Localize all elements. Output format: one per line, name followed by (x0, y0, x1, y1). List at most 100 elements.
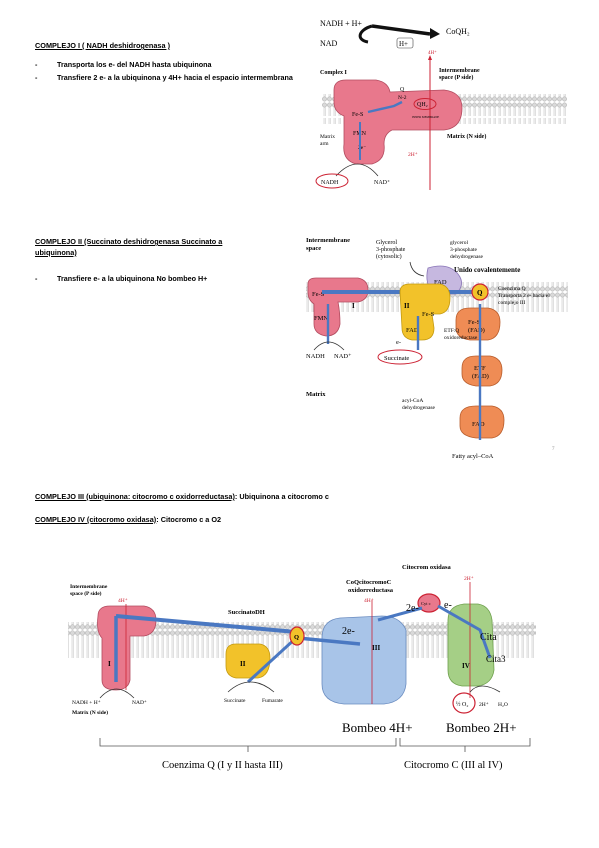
fumarate-label: Fumarate (262, 698, 283, 704)
complex-2-shape (399, 283, 451, 341)
roman-2: II (240, 660, 246, 668)
intermembrane-label: Intermembrane (70, 584, 108, 590)
complex-2-figure: Intermembrane space Glycerol 3-phosphate… (306, 237, 568, 460)
fad-label: FAD (434, 279, 447, 286)
cita-label: Cita (480, 632, 497, 643)
eminus-label: e- (396, 339, 401, 346)
nadh-curve (99, 688, 135, 699)
fes-label: Fe-S (352, 112, 363, 118)
space-label: space (306, 245, 321, 252)
complejo-2-bullet-1: -Transfiere e- a la ubiquinona No bombeo… (35, 274, 208, 283)
complex-2-shape (225, 643, 271, 679)
roman-1: I (352, 302, 355, 310)
o2-label: ½ O₂ (456, 701, 468, 708)
cyt-c-label: Cyt c (421, 601, 431, 606)
nad-label: NAD⁺ (334, 353, 352, 360)
electron-path (367, 100, 403, 114)
h4-label-1: 4H⁺ (118, 597, 128, 604)
h4-label-2: 4H⁺ (364, 597, 374, 604)
complejo-1-bullet-1: -Transporta los e- del NADH hasta ubiqui… (35, 60, 212, 69)
proton-line-head (428, 55, 432, 60)
complejo-4-desc: : Citocromo c a O2 (156, 515, 222, 524)
etf-q-shape (455, 307, 501, 341)
o2-curve (469, 685, 501, 693)
h-plus-label: H+ (399, 40, 408, 48)
e-path-5 (437, 604, 492, 659)
roman-3: III (372, 644, 380, 652)
seven-label: 7 (552, 447, 555, 452)
qh2-label: QH₂ (417, 102, 428, 108)
e-path-3 (297, 636, 361, 646)
citocrom-label: Citocrom oxidasa (402, 564, 452, 571)
2e-label: 2e⁻ (358, 145, 366, 151)
nadh-label: NADH (321, 180, 339, 186)
coq-label-1: Coenzima Q (498, 286, 526, 292)
complex-3-shape (321, 615, 407, 705)
complex-1-figure: NADH + H+ NAD CoQH₂ H+ Complex I Interme… (315, 19, 567, 190)
succinate-circle (377, 349, 423, 365)
etf-shape (461, 355, 503, 387)
matrix-label: Matrix (306, 391, 326, 398)
g3p-label-2: 3-phosphate (376, 247, 406, 253)
q-circle (471, 283, 489, 301)
reaction-arrow-left (358, 24, 373, 44)
e-path-succ (246, 636, 298, 684)
nad-label: NAD (320, 39, 338, 48)
complejo-1-bullet-2: -Transfiere 2 e- a la ubiquinona y 4H+ h… (35, 73, 293, 82)
fes-label: Fe-S (312, 291, 325, 298)
etf-label-2: oxidoreductase (444, 335, 478, 341)
complejo-2-title-line1: COMPLEJO II (Succinato deshidrogenasa Su… (35, 237, 223, 246)
roman-2: II (404, 302, 410, 310)
complex-label: Complex I (320, 70, 347, 76)
q-label: Q (400, 87, 405, 93)
coqh2-label: CoQH₂ (446, 27, 470, 36)
two-e-label-a: 2e- (342, 626, 355, 637)
coq-c-label-1: CoQcitocromoC (346, 579, 392, 586)
h2o-label: H₂O (498, 702, 508, 708)
complejo-4-title: COMPLEJO IV (citocromo oxidasa) (35, 515, 157, 524)
intermembrane-label: Intermembrane (439, 68, 480, 74)
fes2-label: Fe-S (422, 311, 435, 318)
4h-label: 4H⁺ (428, 50, 437, 56)
bombeo-4h-label: Bombeo 4H+ (342, 720, 413, 735)
succinato-dh-label: SuccinatoDH (228, 609, 265, 616)
succinate-label: Succinate (384, 355, 409, 362)
gdh-label-3: dehydrogenase (450, 254, 484, 260)
coq-c-label-2: oxidorreductasa (348, 587, 394, 594)
cita3-label: Cita3 (486, 654, 506, 664)
nadh-label: NADH (306, 353, 325, 360)
etf-label-1: ETF:Q (444, 328, 459, 334)
h2-label: 2H⁺ (464, 575, 474, 582)
bombeo-2h-label: Bombeo 2H+ (446, 720, 517, 735)
h-plus-box (396, 37, 414, 49)
nadh-curve (335, 163, 379, 177)
nadh-circle (315, 173, 349, 189)
space-label: space (P side) (439, 74, 473, 81)
citocromo-label: Citocromo C (III al IV) (404, 760, 503, 771)
nadh-h-label: NADH + H+ (320, 19, 362, 28)
coq-label-2: Transporta 2 e- hacia el (498, 293, 550, 299)
2h-label: 2H⁺ (408, 151, 418, 158)
acyl-label-2: dehydrogenase (402, 405, 436, 411)
fes-fad-label-1: Fe-S (468, 319, 481, 326)
coenzima-label: Coenzima Q (I y II hasta III) (162, 760, 283, 771)
n2-label: N-2 (398, 95, 407, 101)
complejo-3-title: COMPLEJO III (ubiquinona: citocromo c ox… (35, 492, 235, 501)
covalent-label: Unido covalentemente (454, 266, 520, 274)
fes-fad-label-2: (FAD) (468, 327, 485, 334)
complex-1-shape (333, 79, 463, 165)
matrix-arm-label-2: arm (320, 141, 329, 147)
roman-4: IV (462, 662, 470, 670)
e-minus-label: e- (444, 600, 452, 611)
brace-coenzima (99, 738, 397, 752)
nadh-label: NADH + H⁺ (72, 699, 101, 706)
complejo-3-line: COMPLEJO III (ubiquinona: citocromo c ox… (35, 491, 329, 502)
space-label: space (P side) (70, 590, 102, 597)
h2-2-label: 2H⁺ (479, 701, 489, 708)
acyl-shape (459, 405, 505, 439)
matrix-label: Matrix (N side) (72, 709, 108, 716)
complejo-3-desc: : Ubiquinona a citocromo c (234, 492, 329, 501)
acyl-label-1: acyl-CoA (402, 398, 423, 404)
nadh-curve (313, 341, 345, 351)
nad-label: NAD⁺ (132, 699, 147, 706)
